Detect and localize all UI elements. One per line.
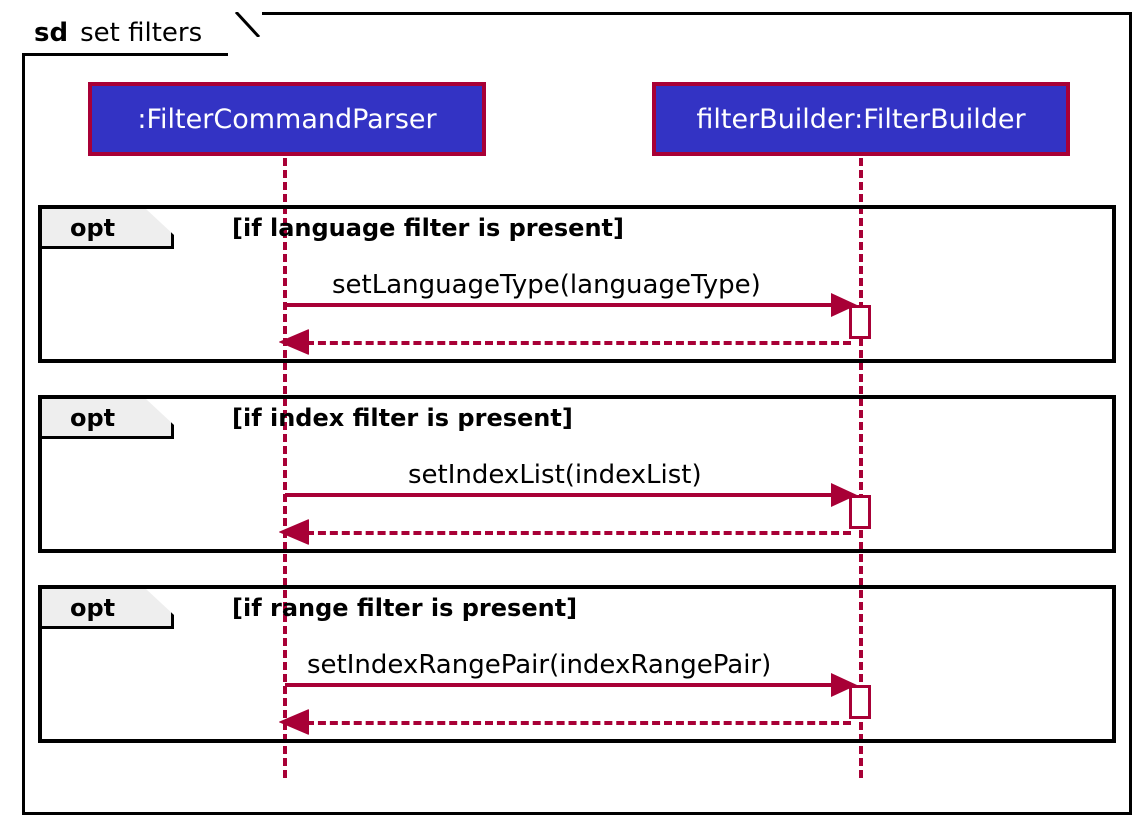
fragment-opt-1-operator: opt (70, 213, 116, 242)
activation-bar-1 (849, 305, 871, 339)
fragment-opt-3-tab: opt (42, 589, 174, 629)
message-3-line (285, 683, 835, 687)
activation-bar-2 (849, 495, 871, 529)
message-2-line (285, 493, 835, 497)
fragment-opt-3-guard: [if range filter is present] (232, 594, 578, 622)
participant-head-parser[interactable]: :FilterCommandParser (88, 82, 486, 156)
message-3-label: setIndexRangePair(indexRangePair) (307, 650, 772, 680)
fragment-opt-2[interactable] (38, 395, 1116, 553)
return-2-line (306, 531, 851, 535)
fragment-opt-3[interactable] (38, 585, 1116, 743)
lifeline-parser (283, 158, 287, 778)
sd-frame-border (22, 12, 1132, 815)
activation-bar-3 (849, 685, 871, 719)
message-1-line (285, 303, 835, 307)
participant-head-builder[interactable]: filterBuilder:FilterBuilder (652, 82, 1070, 156)
fragment-opt-2-guard: [if index filter is present] (232, 404, 573, 432)
fragment-opt-1[interactable] (38, 205, 1116, 363)
participant-label-builder: filterBuilder:FilterBuilder (696, 103, 1026, 135)
sd-frame-tab: sd set filters (22, 12, 256, 56)
fragment-opt-2-tab: opt (42, 399, 174, 439)
fragment-opt-2-operator: opt (70, 403, 116, 432)
lifeline-builder (859, 158, 863, 778)
sd-frame-name: set filters (80, 17, 203, 48)
participant-label-parser: :FilterCommandParser (137, 103, 437, 135)
return-1-arrowhead-icon (279, 329, 309, 355)
return-3-line (306, 721, 851, 725)
return-1-line (306, 341, 851, 345)
sd-frame-kind: sd (34, 17, 69, 48)
fragment-opt-3-operator: opt (70, 593, 116, 622)
message-2-label: setIndexList(indexList) (408, 460, 702, 490)
return-3-arrowhead-icon (279, 709, 309, 735)
fragment-opt-1-guard: [if language filter is present] (232, 214, 624, 242)
return-2-arrowhead-icon (279, 519, 309, 545)
message-1-label: setLanguageType(languageType) (332, 270, 761, 300)
